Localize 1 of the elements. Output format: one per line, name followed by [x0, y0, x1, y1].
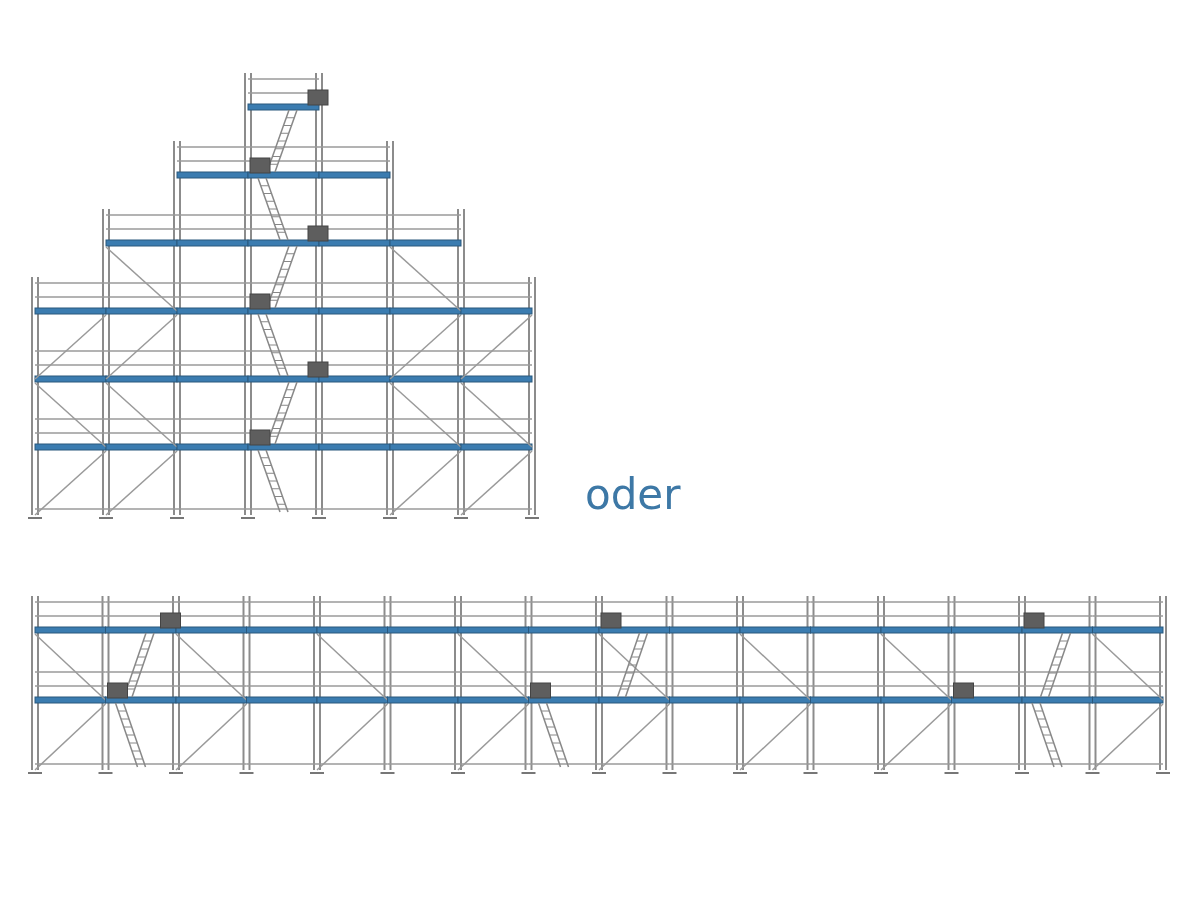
separator-word: oder — [585, 470, 681, 519]
